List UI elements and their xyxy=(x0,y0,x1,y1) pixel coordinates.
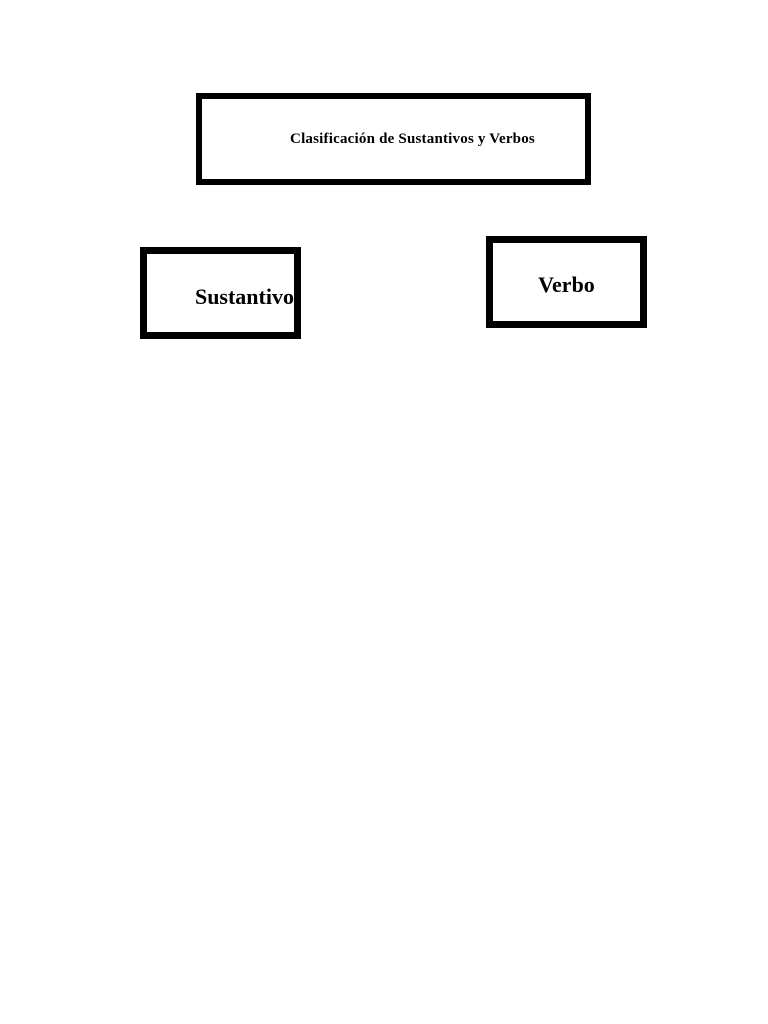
node-verbo: Verbo xyxy=(486,236,647,328)
node-verbo-label: Verbo xyxy=(538,271,595,297)
node-sustantivo: Sustantivo xyxy=(140,247,301,339)
title-box: Clasificación de Sustantivos y Verbos xyxy=(196,93,591,185)
title-box-label: Clasificación de Sustantivos y Verbos xyxy=(290,130,535,147)
node-sustantivo-label: Sustantivo xyxy=(194,284,294,309)
